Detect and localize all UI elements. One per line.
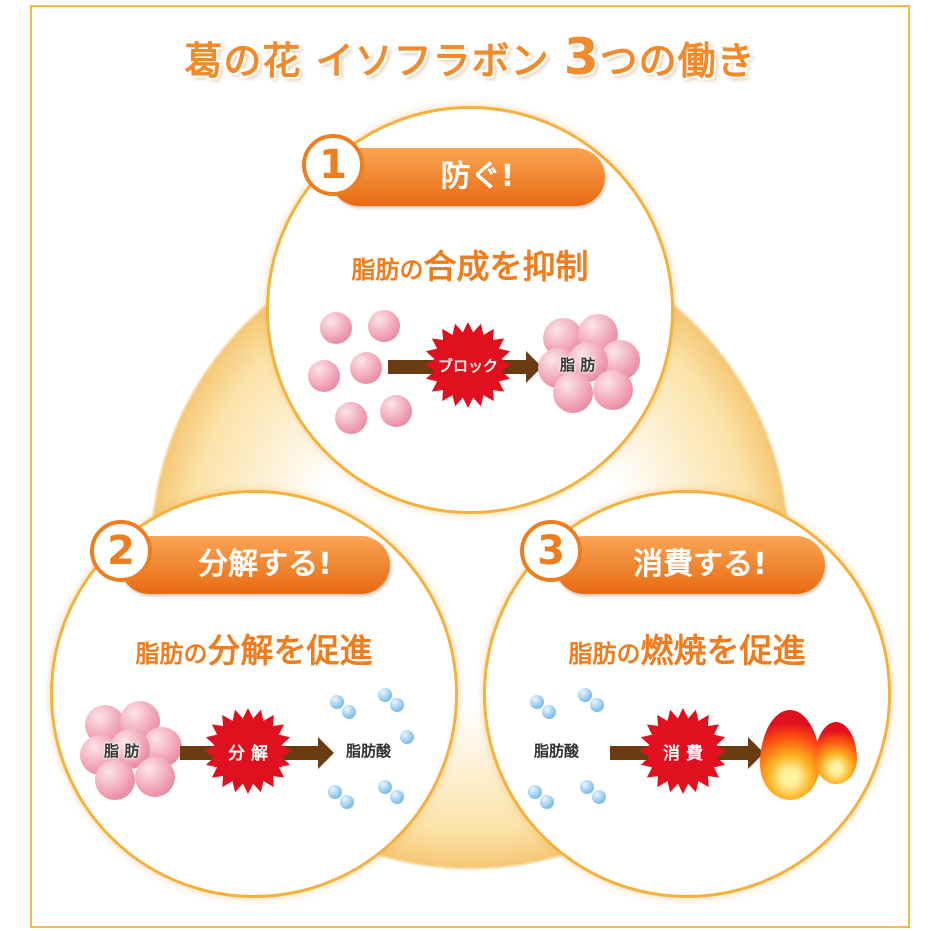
- step-3-subtitle: 脂肪の燃焼を促進: [568, 631, 806, 670]
- molecule: [350, 352, 382, 384]
- fat-cluster: [538, 314, 640, 413]
- step-1-subtitle: 脂肪の合成を抑制: [351, 247, 589, 286]
- fatty-acid: [390, 698, 404, 712]
- fatty-acid: [592, 790, 606, 804]
- step-2-number: 2: [90, 520, 152, 582]
- molecule: [380, 395, 412, 427]
- fat-label: 脂 肪: [560, 356, 596, 374]
- frame: [30, 5, 910, 928]
- molecule: [308, 360, 340, 392]
- fatty-acid: [542, 705, 556, 719]
- fatty-acid: [530, 695, 544, 709]
- step-2-heading: 分解する!: [120, 536, 390, 594]
- fatty-acid: [340, 795, 354, 809]
- fatty-acid: [390, 790, 404, 804]
- fatty-acid: [378, 780, 392, 794]
- fatty-acid: [580, 780, 594, 794]
- molecule: [368, 310, 400, 342]
- fatty-acid: [540, 795, 554, 809]
- fat-cluster: [80, 701, 182, 800]
- fatty-acid: [578, 688, 592, 702]
- molecule: [335, 402, 367, 434]
- molecule: [320, 312, 352, 344]
- fatty-acid: [330, 695, 344, 709]
- step-3-heading: 消費する!: [555, 536, 825, 594]
- fat-label: 脂 肪: [104, 742, 140, 760]
- step-1-heading: 防ぐ!: [330, 148, 605, 206]
- fatty-acid: [342, 705, 356, 719]
- fatty-acid: [400, 730, 414, 744]
- step-1-number: 1: [302, 134, 364, 196]
- fatty-acid: [328, 785, 342, 799]
- fatty-acid: [378, 688, 392, 702]
- step-3-number: 3: [520, 520, 582, 582]
- flame-icon: [815, 722, 857, 784]
- fatty-acid-label: 脂肪酸: [534, 742, 580, 760]
- fatty-acid: [590, 698, 604, 712]
- fatty-acid-label: 脂肪酸: [346, 742, 392, 760]
- flame-icon: [760, 710, 820, 800]
- fatty-acid: [528, 785, 542, 799]
- page-title: 葛の花 イソフラボン 3つの働き: [184, 28, 756, 86]
- step-2-subtitle: 脂肪の分解を促進: [135, 631, 373, 670]
